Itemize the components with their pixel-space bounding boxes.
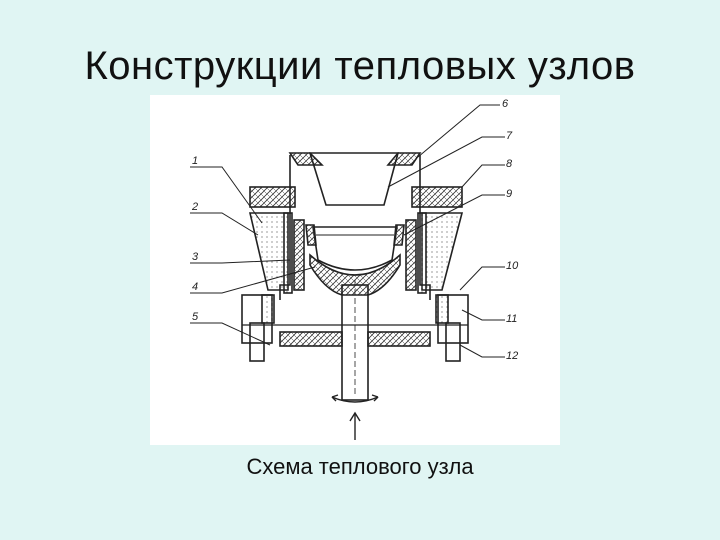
callout-4: 4: [192, 281, 198, 293]
leg-left-inner: [261, 294, 275, 324]
thermal-unit-diagram: 1 2 3 4 5 6 7 8 9 10 11 12: [150, 95, 560, 445]
bottom-ring-left: [279, 331, 343, 347]
slide-title: Конструкции тепловых узлов: [84, 44, 636, 88]
inner-wall-left: [283, 212, 293, 294]
leg-right-inner: [435, 294, 449, 324]
upper-cone: [308, 152, 400, 206]
top-rim-left: [288, 152, 324, 166]
lid-left: [249, 186, 296, 208]
diagram-caption: Схема теплового узла: [246, 454, 474, 479]
outer-insulation-left: [248, 212, 289, 291]
crucible-rim-right: [393, 224, 405, 246]
callout-9: 9: [506, 188, 512, 200]
foot-right: [445, 322, 461, 362]
callout-6: 6: [502, 98, 509, 110]
callout-3: 3: [192, 251, 199, 263]
rotation-arrow: [331, 396, 379, 403]
crucible: [312, 226, 398, 271]
callout-12: 12: [506, 350, 518, 362]
inner-wall-right: [417, 212, 427, 294]
crucible-support: [309, 253, 401, 296]
callout-11: 11: [506, 313, 517, 325]
lid-right: [411, 186, 463, 208]
callout-5: 5: [192, 311, 199, 323]
callout-leaders: [190, 104, 505, 358]
bottom-ring-right: [367, 331, 431, 347]
callout-7: 7: [506, 130, 513, 142]
crucible-rim-left: [305, 224, 317, 246]
callout-2: 2: [191, 201, 198, 213]
callout-8: 8: [506, 158, 513, 170]
callout-1: 1: [192, 155, 198, 167]
heater-right: [405, 219, 417, 291]
diagram-svg: 1 2 3 4 5 6 7 8 9 10 11 12: [190, 98, 519, 440]
foot-left: [249, 322, 265, 362]
top-rim-right: [386, 152, 422, 166]
heater-left: [293, 219, 305, 291]
callout-10: 10: [506, 260, 519, 272]
outer-insulation-right: [421, 212, 464, 291]
